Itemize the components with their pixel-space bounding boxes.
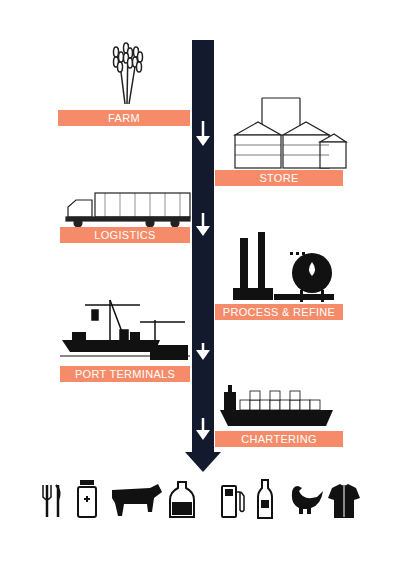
stage-label: LOGISTICS [94,228,155,242]
stage-band: LOGISTICS [60,227,190,243]
stage-band: PROCESS & REFINE [215,304,343,320]
product-icons [43,480,360,518]
stage-band: STORE [215,170,343,186]
stage-band: PORT TERMINALS [60,366,190,382]
stage-band: CHARTERING [215,431,343,447]
port-icon [60,300,190,360]
stage-label: CHARTERING [241,432,317,446]
ship-icon [220,385,333,426]
silo-icon [235,98,346,168]
stage-band: FARM [58,110,190,126]
refinery-icon [233,232,334,302]
stage-label: FARM [108,111,140,125]
wheat-icon [114,43,143,104]
truck-icon [66,193,190,227]
stage-label: PROCESS & REFINE [223,305,335,319]
spine-head [185,452,221,472]
spine-arrows [196,121,210,440]
stage-label: STORE [259,171,298,185]
stage-label: PORT TERMINALS [75,367,175,381]
flow-spine [192,40,214,455]
